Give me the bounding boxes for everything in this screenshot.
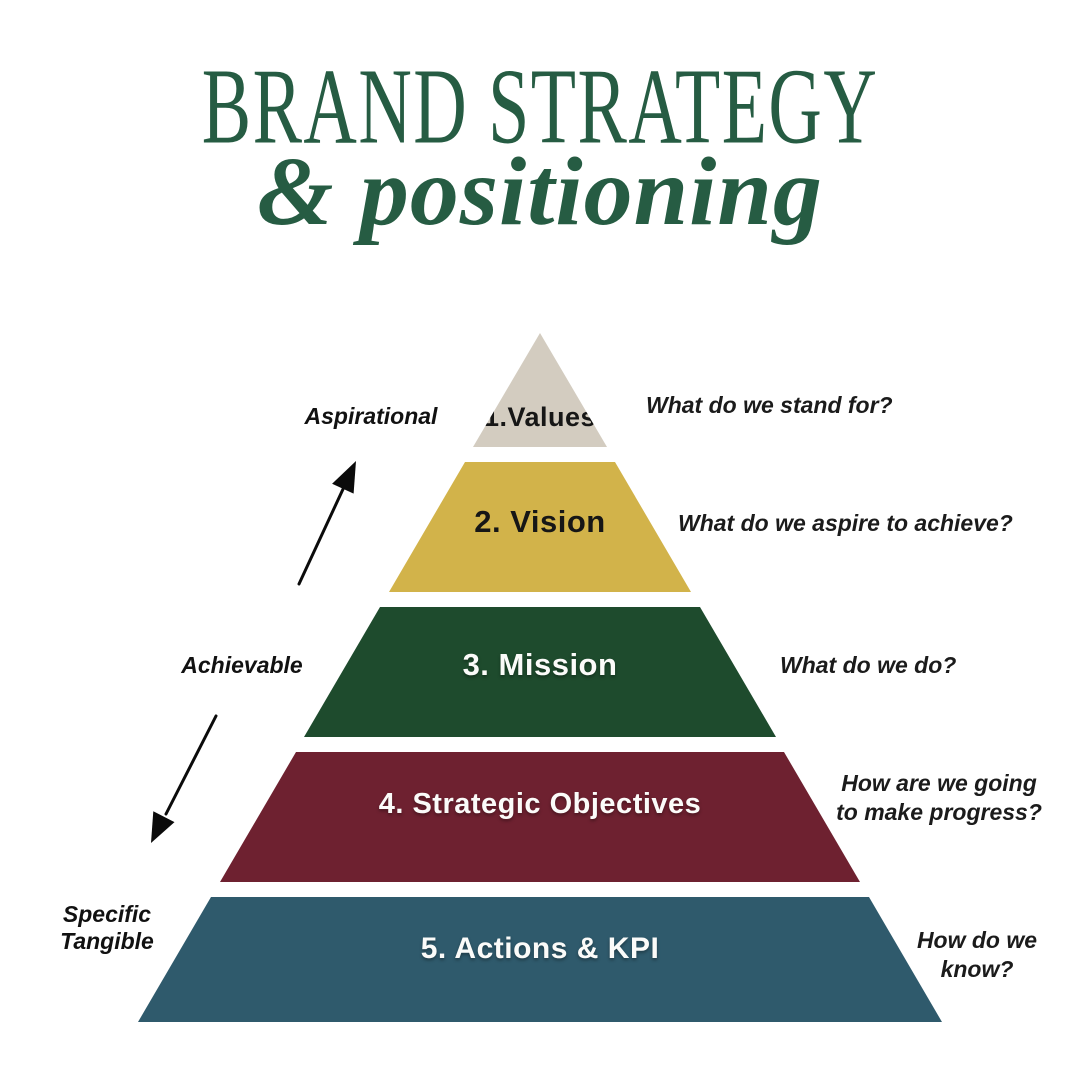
annotation-achievable: Achievable <box>181 652 303 678</box>
title-line-1: BRAND STRATEGY <box>201 46 879 167</box>
pyramid-level-3-mission: 3. Mission <box>304 607 776 737</box>
question-values: What do we stand for? <box>646 392 893 418</box>
arrow-down-icon <box>151 714 218 843</box>
level-label: 5. Actions & KPI <box>420 931 660 965</box>
pyramid-level-5-actions-kpi: 5. Actions & KPI <box>138 897 942 1022</box>
annotation-aspirational: Aspirational <box>304 403 438 429</box>
pyramid-level-4-strategic-objectives: 4. Strategic Objectives <box>220 752 860 882</box>
question-mission: What do we do? <box>780 652 957 678</box>
level-label: 1.Values <box>483 402 597 432</box>
level-label: 4. Strategic Objectives <box>378 787 702 820</box>
question-strategic-objectives: How are we going to make progress? <box>836 770 1042 825</box>
title-line-2: & positioning <box>257 138 823 246</box>
question-vision: What do we aspire to achieve? <box>678 510 1013 536</box>
pyramid-level-2-vision: 2. Vision <box>389 462 691 592</box>
question-actions-kpi: How do we know? <box>916 927 1038 982</box>
level-label: 3. Mission <box>462 647 618 682</box>
pyramid-level-1-values: 1.Values <box>473 333 607 447</box>
arrow-up-icon <box>297 461 356 586</box>
level-label: 2. Vision <box>474 504 606 539</box>
annotation-specific-tangible: Specific Tangible <box>60 901 154 954</box>
